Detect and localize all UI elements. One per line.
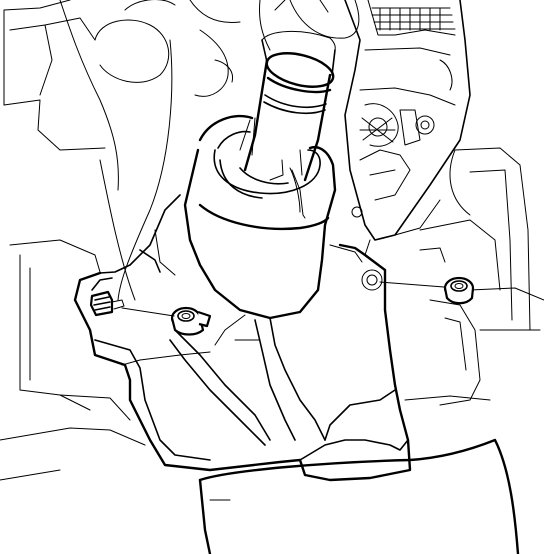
lower-shaft [198,438,520,554]
nut-center [170,306,212,336]
leader-lines [121,281,445,317]
pedal-linkage [344,0,471,241]
steering-column-shaft [243,0,336,182]
background-structure [0,0,544,481]
mounting-bracket [73,194,412,482]
nut-right [443,276,475,305]
stud-bolt [89,290,125,317]
column-boot [183,114,337,320]
